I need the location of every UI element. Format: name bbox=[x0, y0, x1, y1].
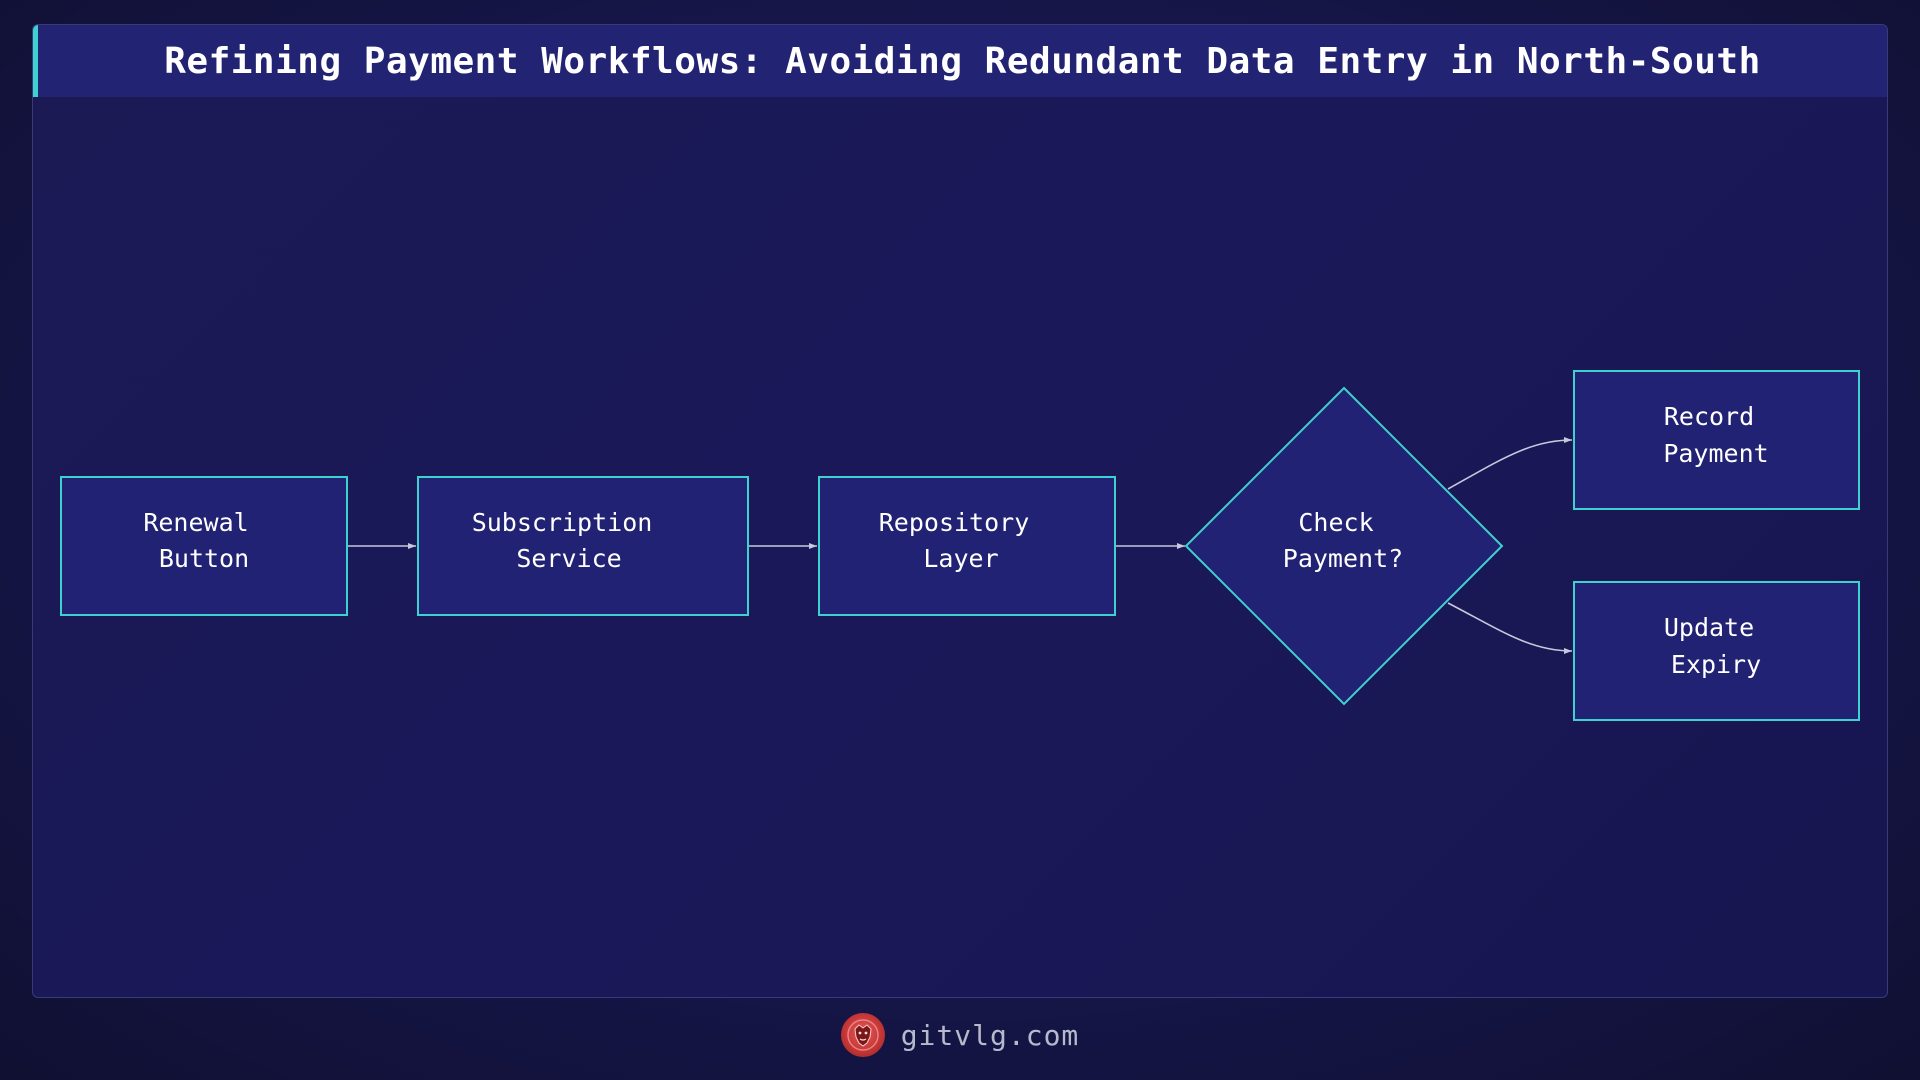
node-repository-layer: Repository Layer bbox=[818, 476, 1116, 616]
footer-site-link[interactable]: gitvlg.com bbox=[900, 1018, 1080, 1052]
node-check-payment: Check Payment? bbox=[1184, 386, 1504, 706]
node-check-payment-line2: Payment? bbox=[1283, 544, 1403, 573]
node-update-expiry-line1: Update bbox=[1664, 613, 1754, 642]
footer: gitvlg.com bbox=[0, 1010, 1920, 1060]
node-check-payment-line1: Check bbox=[1298, 508, 1373, 537]
node-update-expiry-line2: Expiry bbox=[1671, 650, 1761, 679]
node-renewal-button: Renewal Button bbox=[60, 476, 348, 616]
node-repository-layer-line2: Layer bbox=[923, 544, 998, 573]
edge-check-to-record bbox=[1447, 437, 1573, 490]
edge-check-to-update bbox=[1447, 602, 1573, 654]
node-update-expiry: Update Expiry bbox=[1573, 581, 1860, 721]
node-renewal-button-line1: Renewal bbox=[143, 508, 248, 537]
node-subscription-service-line1: Subscription bbox=[472, 508, 653, 537]
lion-icon bbox=[840, 1013, 885, 1057]
node-subscription-service-line2: Service bbox=[516, 544, 621, 573]
page-title: Refining Payment Workflows: Avoiding Red… bbox=[164, 40, 1761, 82]
node-record-payment-line1: Record bbox=[1664, 402, 1754, 431]
title-bar: Refining Payment Workflows: Avoiding Red… bbox=[33, 25, 1887, 97]
node-repository-layer-line1: Repository bbox=[879, 508, 1030, 537]
node-record-payment: Record Payment bbox=[1573, 370, 1860, 510]
node-renewal-button-line2: Button bbox=[159, 544, 249, 573]
node-record-payment-line2: Payment bbox=[1663, 439, 1768, 468]
node-subscription-service: Subscription Service bbox=[417, 476, 749, 616]
